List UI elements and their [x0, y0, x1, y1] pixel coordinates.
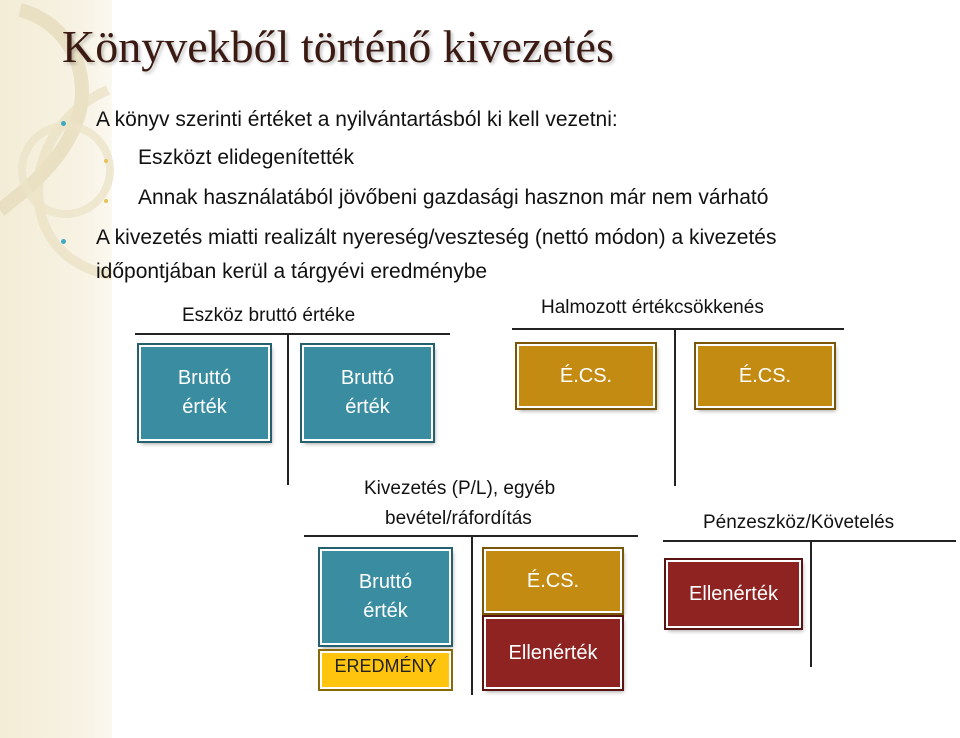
t-account-vertical	[471, 535, 473, 695]
slide-title: Könyvekből történő kivezetés	[62, 21, 614, 72]
bullet-4: A kivezetés miatti realizált nyereség/ve…	[96, 226, 777, 249]
bullet-1: A könyv szerinti értéket a nyilvántartás…	[96, 108, 618, 131]
account-cash-label: Pénzeszköz/Követelés	[703, 512, 895, 533]
bullet-l1-icon	[61, 239, 66, 244]
bullet-4-continuation: időpontjában kerül a tárgyévi eredménybe	[96, 260, 488, 283]
derecognition-debit-box: Bruttó érték	[318, 547, 453, 647]
bullet-l2-icon	[104, 159, 108, 163]
cash-debit-box: Ellenérték	[664, 558, 803, 630]
derecognition-credit-proceeds-box: Ellenérték	[482, 615, 624, 691]
bullet-l1-icon	[61, 121, 66, 126]
account-depreciation-label: Halmozott értékcsökkenés	[541, 297, 764, 318]
decorative-left-band	[0, 0, 112, 738]
asset-debit-box: Bruttó érték	[137, 343, 272, 443]
account-asset-label: Eszköz bruttó értéke	[182, 305, 356, 326]
account-derecognition-label-2: bevétel/ráfordítás	[385, 508, 532, 529]
t-account-horizontal	[135, 333, 450, 335]
asset-credit-box: Bruttó érték	[300, 343, 435, 443]
bullet-l2-icon	[104, 199, 108, 203]
depreciation-debit-box: É.CS.	[515, 342, 657, 410]
t-account-horizontal	[512, 328, 844, 330]
bullet-3: Annak használatából jövőbeni gazdasági h…	[138, 186, 769, 209]
decorative-swirl	[0, 3, 114, 280]
t-account-vertical	[810, 540, 812, 667]
derecognition-result-box: EREDMÉNY	[318, 649, 453, 691]
bullet-2: Eszközt elidegenítették	[138, 146, 354, 169]
account-derecognition-label-1: Kivezetés (P/L), egyéb	[364, 478, 556, 499]
t-account-horizontal	[663, 540, 956, 542]
t-account-vertical	[287, 333, 289, 485]
depreciation-credit-box: É.CS.	[694, 342, 836, 410]
t-account-vertical	[674, 328, 676, 486]
derecognition-credit-depr-box: É.CS.	[482, 547, 624, 615]
